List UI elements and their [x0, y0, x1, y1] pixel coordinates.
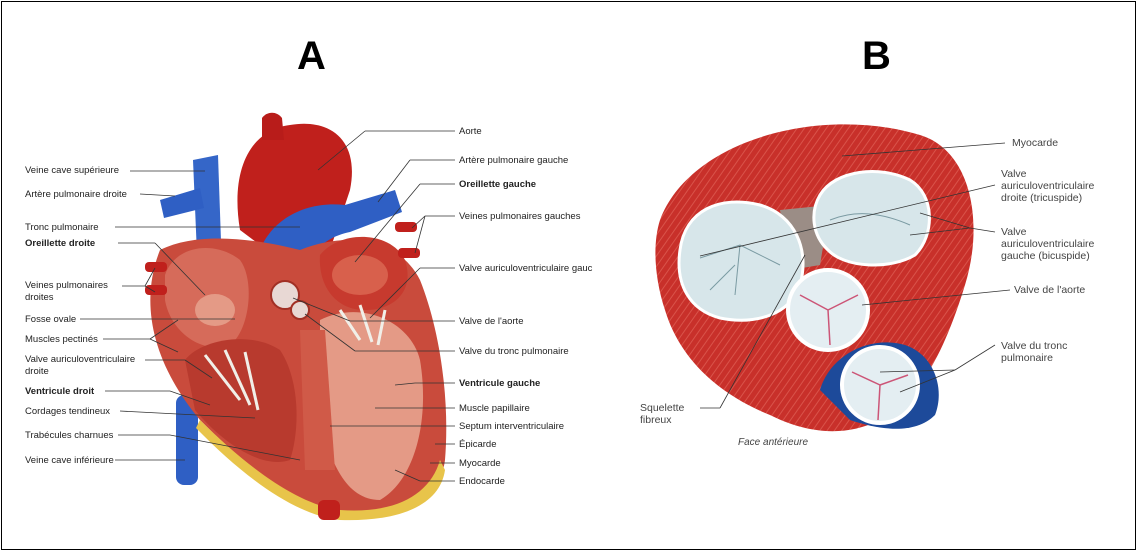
label-tricuspide-3: droite (tricuspide) — [1001, 192, 1082, 204]
label-tronc-1: Valve du tronc — [1001, 340, 1067, 352]
label-bicuspide-1: Valve — [1001, 226, 1027, 238]
label-tricuspide-1: Valve — [1001, 168, 1027, 180]
label-myocarde-b: Myocarde — [1012, 137, 1058, 149]
caption-face-anterieure: Face antérieure — [738, 437, 808, 448]
label-squelette-1: Squelette — [640, 402, 684, 414]
label-tricuspide-2: auriculoventriculaire — [1001, 180, 1094, 192]
label-bicuspide-2: auriculoventriculaire — [1001, 238, 1094, 250]
label-tronc-2: pulmonaire — [1001, 352, 1053, 364]
label-squelette-2: fibreux — [640, 414, 672, 426]
label-aorte-b: Valve de l'aorte — [1014, 284, 1085, 296]
label-bicuspide-3: gauche (bicuspide) — [1001, 250, 1090, 262]
